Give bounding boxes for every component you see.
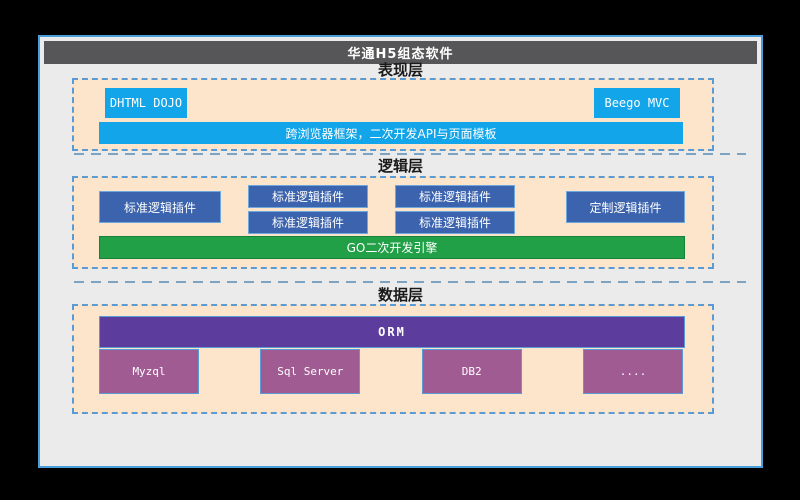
layer-separator-line bbox=[74, 281, 746, 283]
standard-plugin-box: 标准逻辑插件 bbox=[248, 185, 368, 208]
logic-layer-heading: 逻辑层 bbox=[40, 158, 761, 174]
data-layer-box: ORM Myzql Sql Server DB2 .... bbox=[72, 304, 714, 414]
logic-layer-box: 标准逻辑插件 标准逻辑插件 标准逻辑插件 标准逻辑插件 标准逻辑插件 定制逻辑插… bbox=[72, 176, 714, 269]
orm-bar: ORM bbox=[99, 316, 685, 348]
dhtml-dojo-box: DHTML DOJO bbox=[105, 88, 187, 118]
database-box: Sql Server bbox=[260, 349, 360, 394]
beego-mvc-box: Beego MVC bbox=[594, 88, 680, 118]
presentation-layer-heading: 表现层 bbox=[40, 62, 761, 78]
standard-plugin-box: 标准逻辑插件 bbox=[395, 185, 515, 208]
go-engine-bar: GO二次开发引擎 bbox=[99, 236, 685, 259]
main-panel: 华通H5组态软件 表现层 DHTML DOJO Beego MVC 跨浏览器框架… bbox=[38, 35, 763, 468]
standard-plugin-box: 标准逻辑插件 bbox=[395, 211, 515, 234]
database-box: DB2 bbox=[422, 349, 522, 394]
database-box: .... bbox=[583, 349, 683, 394]
data-layer-heading: 数据层 bbox=[40, 287, 761, 303]
database-box: Myzql bbox=[99, 349, 199, 394]
presentation-layer-box: DHTML DOJO Beego MVC 跨浏览器框架，二次开发API与页面模板 bbox=[72, 78, 714, 151]
standard-plugin-box: 标准逻辑插件 bbox=[99, 191, 221, 223]
cross-browser-framework-bar: 跨浏览器框架，二次开发API与页面模板 bbox=[99, 122, 683, 144]
custom-plugin-box: 定制逻辑插件 bbox=[566, 191, 685, 223]
layer-separator-line bbox=[74, 153, 746, 155]
standard-plugin-box: 标准逻辑插件 bbox=[248, 211, 368, 234]
database-row: Myzql Sql Server DB2 .... bbox=[99, 349, 683, 392]
